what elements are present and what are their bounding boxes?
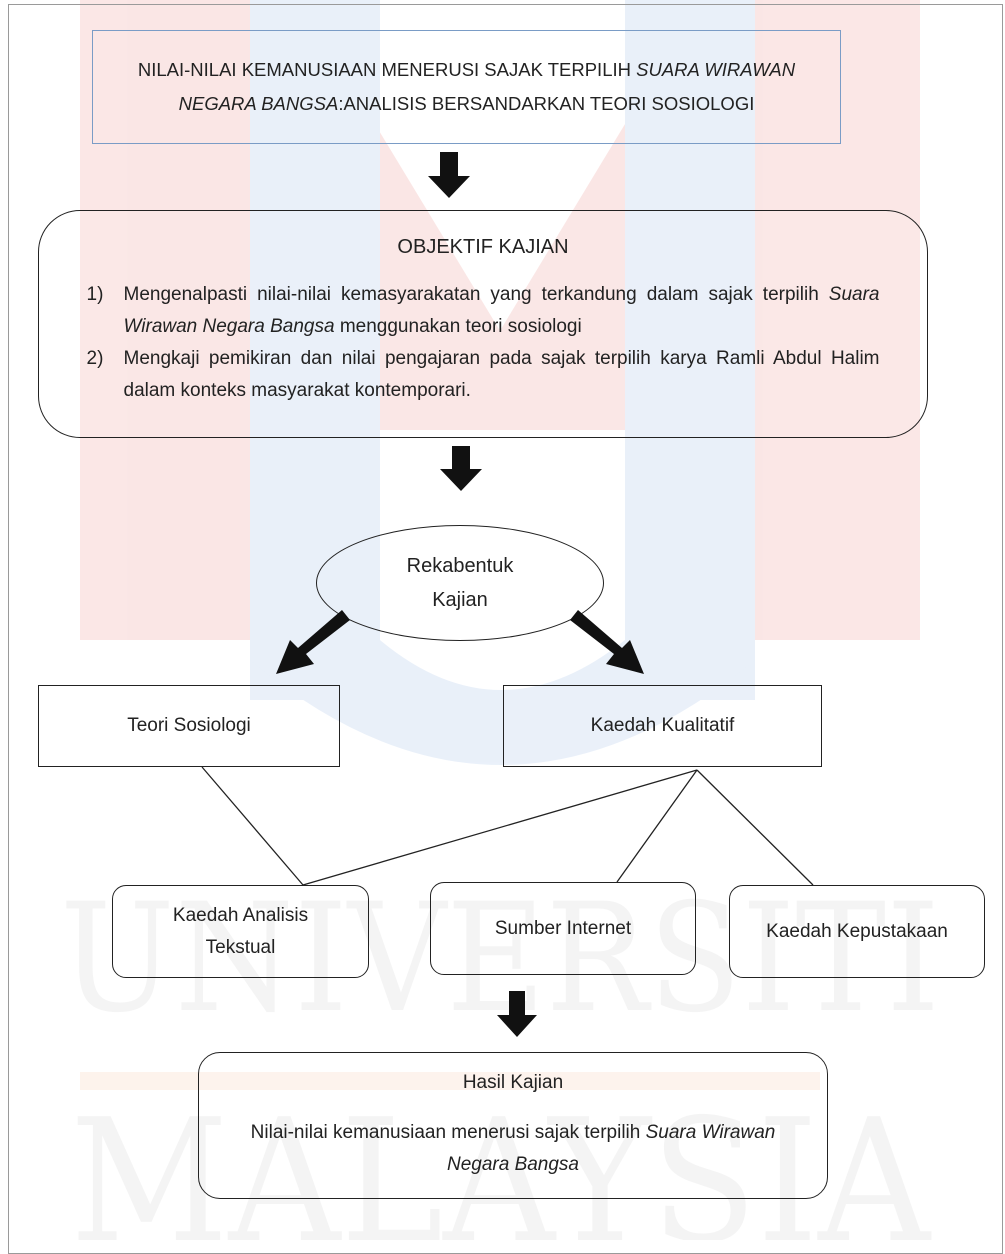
title-box: NILAI-NILAI KEMANUSIAAN MENERUSI SAJAK T…: [92, 30, 841, 144]
objective-number: 2): [86, 348, 104, 369]
connector-method-to-library: [696, 769, 814, 886]
theory-box: Teori Sosiologi: [38, 685, 340, 767]
textual-analysis-label: Kaedah Analisis Tekstual: [172, 904, 309, 958]
objective-text-after: menggunakan teori sosiologi: [334, 316, 582, 337]
title-line1-prefix: NILAI-NILAI KEMANUSIAAN MENERUSI SAJAK T…: [137, 59, 637, 80]
connector-theory-to-textual: [201, 766, 304, 886]
title-line2-italic: NEGARA BANGSA: [178, 93, 339, 114]
library-method-label: Kaedah Kepustakaan: [766, 920, 948, 942]
research-design-ellipse: Rekabentuk Kajian: [316, 525, 604, 641]
down-arrow-icon: [440, 446, 482, 491]
result-heading: Hasil Kajian: [462, 1072, 564, 1093]
objective-text: Mengkaji pemikiran dan nilai pengajaran …: [123, 348, 880, 401]
textual-analysis-box: Kaedah Analisis Tekstual: [112, 885, 369, 978]
connector-method-to-internet: [616, 769, 698, 883]
result-box: Hasil Kajian Nilai-nilai kemanusiaan men…: [198, 1052, 828, 1199]
objective-text: Mengenalpasti nilai-nilai kemasyarakatan…: [124, 279, 880, 343]
title-line2-suffix: :ANALISIS BERSANDARKAN TEORI SOSIOLOGI: [338, 93, 755, 114]
result-body: Nilai-nilai kemanusiaan menerusi sajak t…: [243, 1117, 783, 1181]
objectives-box: OBJEKTIF KAJIAN 1) Mengenalpasti nilai-n…: [38, 210, 928, 438]
research-design-label: Rekabentuk Kajian: [406, 555, 514, 611]
down-left-arrow-icon: [276, 610, 350, 674]
down-arrow-icon: [497, 991, 537, 1037]
objective-item-2: 2) Mengkaji pemikiran dan nilai pengajar…: [87, 343, 880, 407]
result-body-italic: Suara Wirawan Negara Bangsa: [446, 1122, 776, 1175]
objectives-heading: OBJEKTIF KAJIAN: [397, 236, 569, 258]
internet-source-box: Sumber Internet: [430, 882, 696, 975]
down-arrow-icon: [428, 152, 470, 198]
connector-method-to-textual: [302, 769, 698, 886]
objective-item-1: 1) Mengenalpasti nilai-nilai kemasyaraka…: [87, 279, 880, 343]
objectives-list: 1) Mengenalpasti nilai-nilai kemasyaraka…: [87, 279, 880, 407]
title-text: NILAI-NILAI KEMANUSIAAN MENERUSI SAJAK T…: [138, 53, 795, 121]
objective-italic-title: Suara Wirawan Negara Bangsa: [123, 284, 880, 337]
method-box: Kaedah Kualitatif: [503, 685, 822, 767]
theory-label: Teori Sosiologi: [127, 715, 251, 736]
library-method-box: Kaedah Kepustakaan: [729, 885, 985, 978]
down-right-arrow-icon: [570, 610, 644, 674]
method-label: Kaedah Kualitatif: [590, 715, 735, 736]
objective-number: 1): [86, 284, 104, 305]
title-line1-italic: SUARA WIRAWAN: [636, 59, 796, 80]
watermark-text-malaysia: MALAYSIA: [70, 1083, 932, 1240]
internet-source-label: Sumber Internet: [494, 917, 632, 939]
result-body-prefix: Nilai-nilai kemanusiaan menerusi sajak t…: [250, 1122, 646, 1143]
objective-text-before: Mengenalpasti nilai-nilai kemasyarakatan…: [123, 284, 829, 305]
